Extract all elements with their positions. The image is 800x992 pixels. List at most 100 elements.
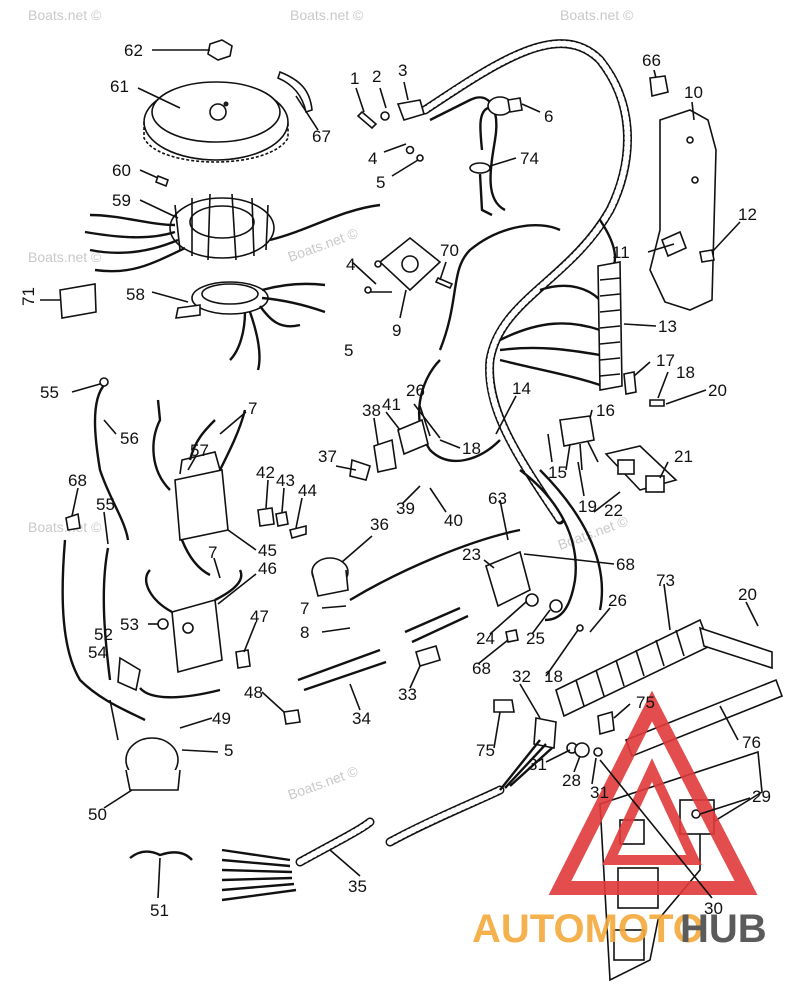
callout-9: 9 (392, 321, 401, 340)
boot-54 (117, 656, 141, 692)
callout-26: 26 (608, 591, 627, 610)
callout-31: 31 (528, 755, 547, 774)
starter-solenoid-23 (485, 550, 584, 643)
lead-52 (61, 539, 146, 722)
watermark: Boats.net © (286, 762, 361, 802)
callout-25: 25 (526, 629, 545, 648)
lead-34 (297, 606, 469, 692)
callout-55: 55 (96, 495, 115, 514)
terminal-block-clip (623, 371, 637, 395)
callout-7: 7 (208, 543, 217, 562)
callout-23: 23 (462, 545, 481, 564)
callout-8: 8 (300, 623, 309, 642)
watermark: Boats.net © (560, 7, 634, 23)
callout-21: 21 (674, 447, 693, 466)
callout-68: 68 (616, 555, 635, 574)
callout-75: 75 (636, 693, 655, 712)
washer-55 (99, 377, 109, 387)
logo-word-part1: AUTOMOTO (472, 907, 704, 951)
callout-66: 66 (642, 51, 661, 70)
callout-70: 70 (440, 241, 459, 260)
callout-35: 35 (348, 877, 367, 896)
callout-22: 22 (604, 501, 623, 520)
logo-word-part2: HUB (680, 907, 767, 951)
callout-34: 34 (352, 709, 371, 728)
callout-2: 2 (372, 67, 381, 86)
callout-labels: 62 61 67 60 59 58 71 1 2 3 4 5 6 74 66 1… (19, 41, 771, 920)
callout-32: 32 (512, 667, 531, 686)
callout-39: 39 (396, 499, 415, 518)
callout-11: 11 (612, 243, 630, 262)
grommet-68 (65, 512, 81, 531)
callout-56: 56 (120, 429, 139, 448)
callout-54: 54 (88, 643, 107, 662)
callout-19: 19 (578, 497, 597, 516)
screw-47 (235, 649, 251, 669)
callout-43: 43 (276, 471, 295, 490)
callout-20: 20 (708, 381, 727, 400)
watermark: Boats.net © (28, 7, 102, 23)
capacitor-36 (311, 557, 349, 597)
callout-5: 5 (376, 173, 385, 192)
callout-68: 68 (472, 659, 491, 678)
callout-45: 45 (258, 541, 277, 560)
callout-48: 48 (244, 683, 263, 702)
callout-51: 51 (150, 901, 169, 920)
upper-small-parts (356, 96, 523, 217)
washer-43 (275, 511, 289, 527)
callout-59: 59 (112, 191, 131, 210)
callout-24: 24 (476, 629, 495, 648)
watermark: Boats.net © (28, 249, 102, 265)
watermark: Boats.net © (28, 519, 102, 535)
callout-41: 41 (382, 395, 401, 414)
callout-37: 37 (318, 447, 337, 466)
callout-49: 49 (212, 709, 231, 728)
callout-31: 31 (590, 783, 609, 802)
callout-50: 50 (88, 805, 107, 824)
callout-40: 40 (444, 511, 463, 530)
callout-71: 71 (19, 287, 38, 306)
callout-52: 52 (94, 625, 113, 644)
solenoid-50 (109, 699, 181, 791)
stator (84, 193, 381, 273)
callout-76: 76 (742, 733, 761, 752)
screw-18 (649, 399, 665, 407)
callout-67: 67 (312, 127, 331, 146)
callout-30: 30 (704, 899, 723, 918)
callout-53: 53 (120, 615, 139, 634)
callout-60: 60 (112, 161, 131, 180)
harness-35 (221, 739, 553, 902)
callout-68: 68 (68, 471, 87, 490)
callout-61: 61 (110, 77, 129, 96)
flywheel-nut (207, 39, 233, 61)
callout-74: 74 (520, 149, 539, 168)
callout-42: 42 (256, 463, 275, 482)
callout-20: 20 (738, 585, 757, 604)
callout-7: 7 (300, 599, 309, 618)
callout-73: 73 (656, 571, 675, 590)
flywheel (143, 81, 289, 163)
stator-screw (155, 174, 169, 188)
callout-10: 10 (684, 83, 703, 102)
callout-46: 46 (258, 559, 277, 578)
callout-36: 36 (370, 515, 389, 534)
callout-63: 63 (488, 489, 507, 508)
callout-7: 7 (248, 399, 257, 418)
rectifier-32 (493, 699, 603, 758)
callout-57: 57 (190, 441, 209, 460)
callout-18: 18 (544, 667, 563, 686)
callout-38: 38 (362, 401, 381, 420)
callout-55: 55 (40, 383, 59, 402)
gasket (59, 283, 97, 319)
callout-15: 15 (548, 463, 567, 482)
washer-75 (597, 710, 615, 736)
jumper-51 (129, 850, 193, 861)
trigger-assembly (174, 281, 326, 371)
coil-45 (152, 399, 247, 577)
lead-54 (139, 687, 221, 699)
rectifier (364, 236, 454, 294)
callout-44: 44 (298, 481, 317, 500)
callout-17: 17 (656, 351, 675, 370)
callout-33: 33 (398, 685, 417, 704)
